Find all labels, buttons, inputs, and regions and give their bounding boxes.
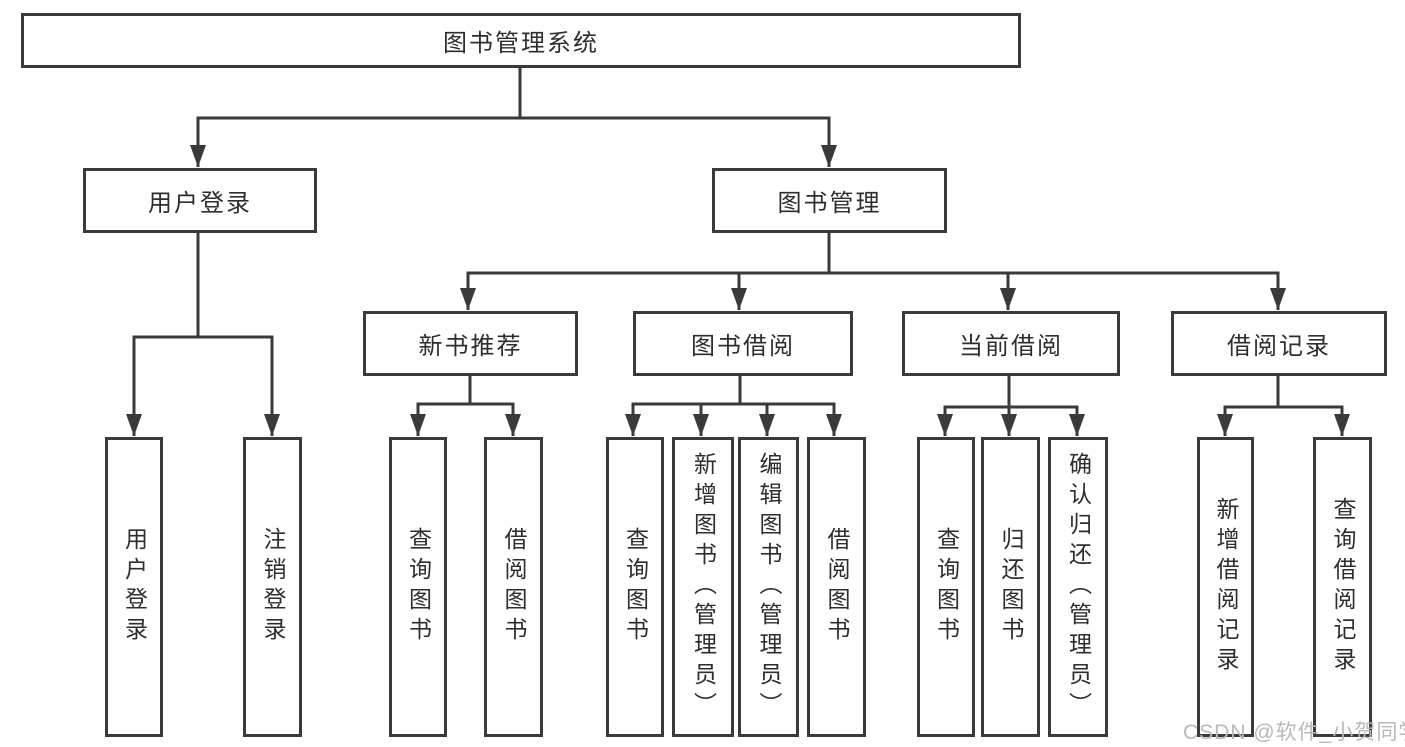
wires-borrow — [625, 376, 842, 436]
leaf-label: 用户登录 — [121, 527, 148, 647]
node-root: 图书管理系统 — [21, 13, 1021, 68]
node-user-login-label: 用户登录 — [148, 190, 252, 217]
wires-current — [937, 376, 1085, 436]
leaf-user-login: 用户登录 — [105, 437, 163, 737]
leaf-borrow-books-1: 借阅图书 — [484, 437, 543, 737]
leaf-add-books-admin: 新增图书（管理员） — [672, 437, 734, 737]
leaf-label: 查询借阅记录 — [1330, 497, 1356, 677]
leaf-confirm-return-admin: 确认归还（管理员） — [1048, 437, 1108, 737]
wires-book-mgmt — [460, 233, 1286, 310]
leaf-label: 借阅图书 — [824, 527, 850, 647]
leaf-label: 查询图书 — [933, 527, 960, 647]
leaf-label: 归还图书 — [998, 527, 1024, 647]
leaf-query-books-2: 查询图书 — [606, 437, 664, 737]
node-user-login: 用户登录 — [83, 168, 317, 233]
leaf-label: 借阅图书 — [501, 527, 527, 647]
node-root-label: 图书管理系统 — [443, 30, 599, 57]
leaf-label: 新增图书（管理员） — [690, 452, 717, 722]
leaf-borrow-books-2: 借阅图书 — [807, 437, 866, 737]
node-current: 当前借阅 — [902, 311, 1120, 376]
node-current-label: 当前借阅 — [959, 333, 1063, 360]
wires-root — [190, 68, 837, 167]
wires-new-books — [410, 376, 521, 436]
wires-user-login — [126, 232, 280, 436]
node-new-books: 新书推荐 — [363, 311, 578, 376]
leaf-add-borrow-record: 新增借阅记录 — [1197, 437, 1254, 737]
node-records: 借阅记录 — [1171, 311, 1387, 376]
leaf-label: 编辑图书（管理员） — [756, 452, 782, 722]
leaf-edit-books-admin: 编辑图书（管理员） — [738, 437, 799, 737]
node-records-label: 借阅记录 — [1227, 333, 1331, 360]
node-book-mgmt: 图书管理 — [712, 168, 947, 233]
leaf-query-borrow-record: 查询借阅记录 — [1313, 437, 1372, 737]
node-new-books-label: 新书推荐 — [418, 333, 523, 360]
node-book-mgmt-label: 图书管理 — [777, 190, 882, 217]
leaf-label: 新增借阅记录 — [1213, 497, 1239, 677]
wires-records — [1217, 376, 1350, 436]
csdn-watermark: CSDN @软件_小贺同学 — [1183, 721, 1405, 744]
node-borrow: 图书借阅 — [633, 311, 853, 376]
leaf-query-books-1: 查询图书 — [389, 437, 447, 737]
leaf-label: 注销登录 — [260, 527, 286, 647]
leaf-label: 查询图书 — [622, 527, 649, 647]
leaf-return-books: 归还图书 — [981, 437, 1040, 737]
leaf-label: 查询图书 — [405, 527, 432, 647]
leaf-query-books-3: 查询图书 — [917, 437, 975, 737]
node-borrow-label: 图书借阅 — [691, 333, 795, 360]
leaf-label: 确认归还（管理员） — [1065, 452, 1092, 722]
leaf-logout: 注销登录 — [243, 437, 302, 737]
